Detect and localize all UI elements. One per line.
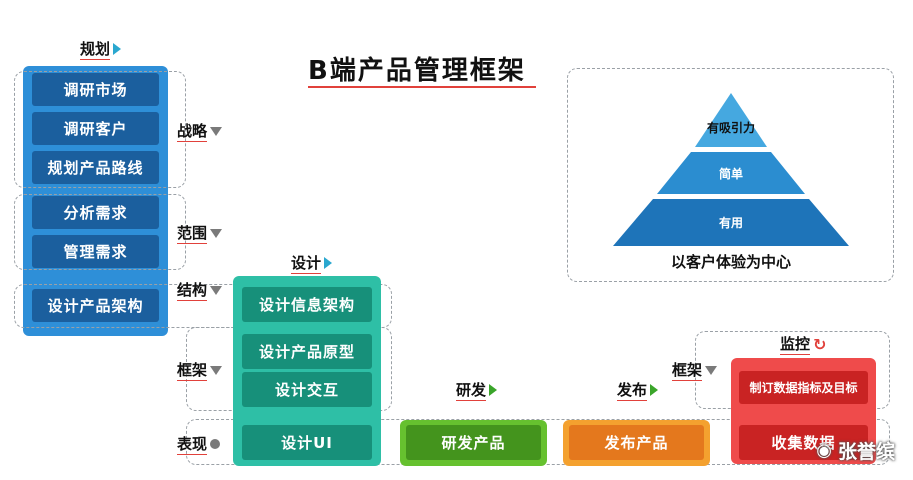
triangle-down-icon: [210, 285, 223, 295]
pyramid-level-top: [695, 93, 767, 147]
pyramid-level-bottom: [613, 199, 849, 246]
layer-framework-right: 框架: [672, 359, 718, 381]
layer-scope: 范围: [177, 222, 223, 244]
stage-label-develop: 研发: [456, 381, 487, 401]
stage-label-design: 设计: [291, 254, 322, 274]
design-item[interactable]: 设计信息架构: [242, 287, 372, 322]
scope-layer-box: [14, 194, 186, 270]
arrow-right-icon: [113, 43, 122, 55]
plan-item[interactable]: 分析需求: [32, 196, 159, 229]
layer-strategy: 战略: [177, 120, 223, 142]
stage-header-monitor: 监控 ↻: [780, 333, 826, 355]
triangle-down-icon: [210, 228, 223, 238]
layer-label-strategy: 战略: [177, 122, 208, 142]
develop-item[interactable]: 研发产品: [406, 425, 541, 460]
pyramid-level-middle: [657, 152, 805, 194]
design-item[interactable]: 设计UI: [242, 425, 372, 460]
plan-item[interactable]: 调研市场: [32, 73, 159, 106]
layer-label-framework: 框架: [177, 361, 208, 381]
plan-item[interactable]: 调研客户: [32, 112, 159, 145]
arrow-right-icon: [650, 384, 659, 396]
layer-label-scope: 范围: [177, 224, 208, 244]
pyramid-label-top: 有吸引力: [707, 120, 755, 135]
design-item[interactable]: 设计产品原型: [242, 334, 372, 369]
triangle-down-icon: [705, 365, 718, 375]
layer-label-surface: 表现: [177, 435, 208, 455]
layer-framework: 框架: [177, 359, 223, 381]
watermark-text: 张誉缤: [837, 441, 895, 463]
plan-item[interactable]: 管理需求: [32, 235, 159, 268]
monitor-item[interactable]: 收集数据: [739, 425, 868, 460]
pyramid-label-middle: 简单: [719, 166, 743, 181]
plan-item[interactable]: 规划产品路线: [32, 151, 159, 184]
design-item[interactable]: 设计交互: [242, 372, 372, 407]
layer-label-structure: 结构: [177, 281, 208, 301]
stage-header-release: 发布: [617, 379, 659, 401]
pyramid-diagram: 有吸引力 简单 有用 以客户体验为中心: [613, 93, 849, 271]
stage-header-plan: 规划: [80, 38, 122, 60]
stage-label-plan: 规划: [80, 40, 111, 60]
wechat-icon: ◉: [816, 440, 832, 461]
refresh-icon: ↻: [813, 334, 827, 354]
diagram-title: B端产品管理框架: [308, 56, 526, 86]
pyramid-box: [567, 68, 894, 282]
watermark: ◉ 张誉缤: [816, 437, 895, 464]
layer-label-framework-right: 框架: [672, 361, 703, 381]
stage-label-monitor: 监控: [780, 335, 811, 355]
stage-header-design: 设计: [291, 252, 333, 274]
release-item[interactable]: 发布产品: [569, 425, 704, 460]
arrow-right-icon: [489, 384, 498, 396]
layer-structure: 结构: [177, 279, 223, 301]
triangle-down-icon: [210, 365, 223, 375]
pyramid-label-bottom: 有用: [719, 215, 743, 230]
stage-label-release: 发布: [617, 381, 648, 401]
strategy-layer-box: [14, 71, 186, 188]
title-underline: [308, 86, 536, 88]
plan-item[interactable]: 设计产品架构: [32, 289, 159, 322]
pyramid-caption: 以客户体验为中心: [671, 253, 791, 271]
circle-icon: [210, 439, 221, 449]
layer-surface: 表现: [177, 433, 221, 455]
triangle-down-icon: [210, 126, 223, 136]
arrow-right-icon: [324, 257, 333, 269]
stage-header-develop: 研发: [456, 379, 498, 401]
monitor-item[interactable]: 制订数据指标及目标: [739, 371, 868, 404]
